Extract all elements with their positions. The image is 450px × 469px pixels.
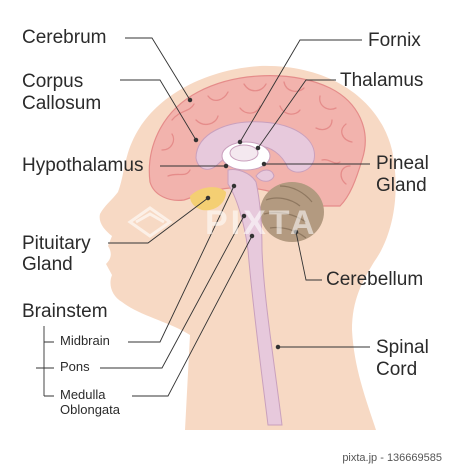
leader-lines [36, 37, 370, 397]
label-spinal-cord-line2: Cord [376, 359, 418, 380]
watermark-text: PIXTA [205, 204, 318, 242]
label-pituitary-line2: Gland [22, 254, 73, 275]
label-hypothalamus: Hypothalamus [22, 155, 144, 176]
leader-cerebrum [125, 37, 191, 101]
brainstem-shape [227, 169, 283, 426]
label-corpus-callosum-line1: Corpus [22, 71, 84, 92]
label-medulla-line2: Oblongata [60, 402, 120, 417]
cerebrum-folds [161, 81, 353, 185]
credit-text: pixta.jp - 136669585 [342, 452, 442, 464]
fornix-shape [229, 144, 259, 162]
label-pons: Pons [60, 359, 90, 374]
label-spinal-cord-line1: Spinal [376, 337, 429, 358]
label-cerebellum: Cerebellum [326, 269, 424, 290]
leader-corpus-callosum [120, 79, 197, 141]
label-pineal-line1: Pineal [376, 153, 429, 174]
leader-midbrain [128, 185, 235, 343]
leader-fornix [239, 39, 362, 143]
label-midbrain: Midbrain [60, 333, 110, 348]
label-pituitary-line1: Pituitary [22, 233, 91, 254]
label-medulla-line1: Medulla [60, 387, 106, 402]
label-brainstem: Brainstem [22, 301, 108, 322]
label-cerebrum: Cerebrum [22, 27, 107, 48]
leader-cerebellum [295, 231, 322, 281]
pineal-shape [255, 169, 275, 182]
label-pineal-line2: Gland [376, 175, 427, 196]
label-fornix: Fornix [368, 30, 421, 51]
leader-medulla [132, 235, 253, 397]
label-corpus-callosum-line2: Callosum [22, 93, 102, 114]
credit-bar [0, 447, 450, 469]
leader-pons [100, 215, 245, 369]
brainstem-bracket [36, 326, 54, 397]
watermark-logo-icon [127, 206, 173, 238]
leader-pituitary [108, 197, 209, 244]
label-thalamus: Thalamus [340, 70, 424, 91]
cerebellum-folds [263, 185, 313, 239]
leader-thalamus [257, 79, 336, 149]
